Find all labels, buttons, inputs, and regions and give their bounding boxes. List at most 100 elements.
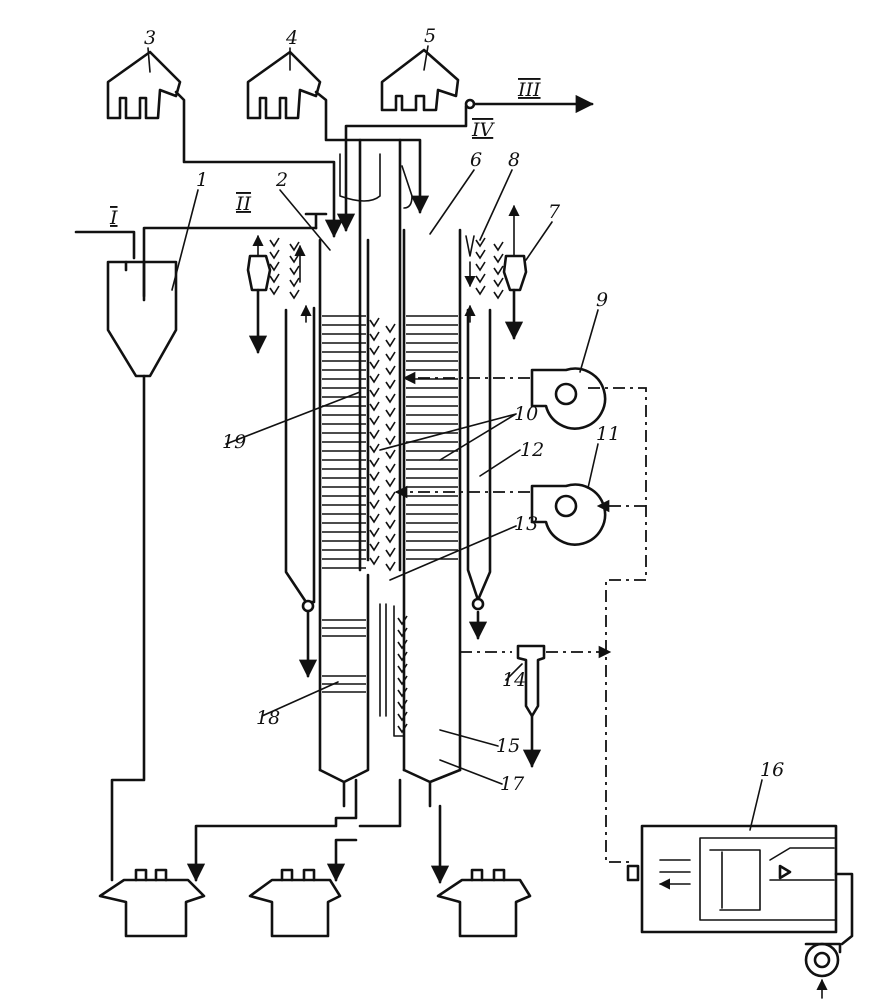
chevron bbox=[369, 443, 380, 454]
chevron bbox=[269, 273, 280, 284]
chevron bbox=[385, 547, 396, 558]
label-11: 11 bbox=[596, 423, 620, 445]
chevron bbox=[493, 265, 504, 276]
chevron bbox=[397, 615, 408, 626]
chevron bbox=[385, 505, 396, 516]
chevron bbox=[385, 407, 396, 418]
chevron bbox=[475, 237, 486, 248]
separator-left bbox=[246, 234, 272, 354]
chevron bbox=[475, 261, 486, 272]
chevron bbox=[397, 687, 408, 698]
label-1: 1 bbox=[196, 169, 208, 191]
label-6: 6 bbox=[470, 149, 482, 171]
plate-pack-right bbox=[406, 315, 458, 560]
discharge-mid-2 bbox=[326, 838, 358, 882]
fan-9 bbox=[530, 367, 607, 430]
chevron bbox=[269, 249, 280, 260]
chevron bbox=[369, 401, 380, 412]
label-12: 12 bbox=[520, 439, 544, 461]
chevron bbox=[475, 273, 486, 284]
chevron bbox=[369, 541, 380, 552]
label-14: 14 bbox=[502, 669, 526, 691]
label-7: 7 bbox=[548, 201, 561, 223]
stream-label-III: III bbox=[517, 79, 541, 101]
chevron bbox=[397, 675, 408, 686]
chevron bbox=[385, 449, 396, 460]
chevron bbox=[397, 663, 408, 674]
chevron bbox=[385, 533, 396, 544]
discharge-left bbox=[186, 778, 358, 882]
hopper-middle bbox=[248, 868, 342, 938]
bin-3 bbox=[106, 50, 182, 120]
chevron bbox=[493, 241, 504, 252]
central-column bbox=[339, 138, 413, 572]
cyclone-1 bbox=[106, 260, 178, 882]
chevron bbox=[493, 289, 504, 300]
stream-label-II: II bbox=[235, 193, 252, 215]
label-5: 5 bbox=[424, 25, 436, 47]
inlet-swirler-8 bbox=[294, 235, 476, 323]
chevron bbox=[289, 265, 300, 276]
stream-I-line bbox=[74, 230, 136, 260]
label-17: 17 bbox=[500, 773, 525, 795]
chevron bbox=[369, 555, 380, 566]
air-heater-16 bbox=[626, 824, 854, 946]
chevron bbox=[369, 415, 380, 426]
chevron bbox=[385, 351, 396, 362]
bin-5 bbox=[380, 48, 476, 112]
chevron bbox=[369, 359, 380, 370]
stream-label-IV: IV bbox=[471, 119, 496, 141]
chevron bbox=[289, 253, 300, 264]
fan-11 bbox=[530, 483, 607, 546]
label-15: 15 bbox=[496, 735, 520, 757]
chevron bbox=[385, 561, 396, 572]
labels: 1 2 3 4 5 6 7 8 9 10 11 12 13 14 15 16 1… bbox=[109, 25, 784, 795]
chevron bbox=[385, 337, 396, 348]
chevron bbox=[369, 345, 380, 356]
chevron bbox=[289, 289, 300, 300]
chevron bbox=[269, 261, 280, 272]
chevron bbox=[397, 627, 408, 638]
label-18: 18 bbox=[256, 707, 280, 729]
riser-2 bbox=[318, 238, 370, 808]
cooler-coil bbox=[379, 603, 405, 737]
feed-line-bin-5 bbox=[336, 104, 468, 232]
label-13: 13 bbox=[514, 513, 538, 535]
side-duct-left bbox=[284, 306, 318, 678]
label-4: 4 bbox=[285, 27, 298, 49]
chevron bbox=[475, 249, 486, 260]
chevron bbox=[475, 285, 486, 296]
chevron bbox=[385, 323, 396, 334]
chevron bbox=[385, 379, 396, 390]
chevron bbox=[369, 499, 380, 510]
chevron bbox=[269, 237, 280, 248]
label-3: 3 bbox=[144, 27, 156, 49]
chevron bbox=[385, 421, 396, 432]
chevron bbox=[369, 317, 380, 328]
chevron bbox=[385, 463, 396, 474]
chevron bbox=[369, 471, 380, 482]
chevron bbox=[369, 485, 380, 496]
blower-16 bbox=[804, 942, 842, 999]
chevron bbox=[397, 651, 408, 662]
hopper-left bbox=[98, 868, 206, 938]
filter-14 bbox=[516, 644, 546, 768]
label-19: 19 bbox=[222, 431, 246, 453]
feed-line-bin-3 bbox=[174, 90, 344, 238]
chevron-deflectors bbox=[269, 237, 504, 734]
separator-right-7 bbox=[502, 204, 528, 340]
chevron bbox=[369, 331, 380, 342]
stream-label-I: I bbox=[109, 207, 118, 229]
label-8: 8 bbox=[508, 149, 520, 171]
chevron bbox=[369, 373, 380, 384]
chevron bbox=[369, 387, 380, 398]
chevron bbox=[369, 457, 380, 468]
chevron bbox=[385, 435, 396, 446]
chevron bbox=[385, 491, 396, 502]
hopper-right bbox=[436, 868, 532, 938]
feed-line-bin-4 bbox=[314, 90, 430, 214]
chevron bbox=[385, 519, 396, 530]
stream-II-valve bbox=[304, 212, 328, 230]
chevron bbox=[289, 241, 300, 252]
